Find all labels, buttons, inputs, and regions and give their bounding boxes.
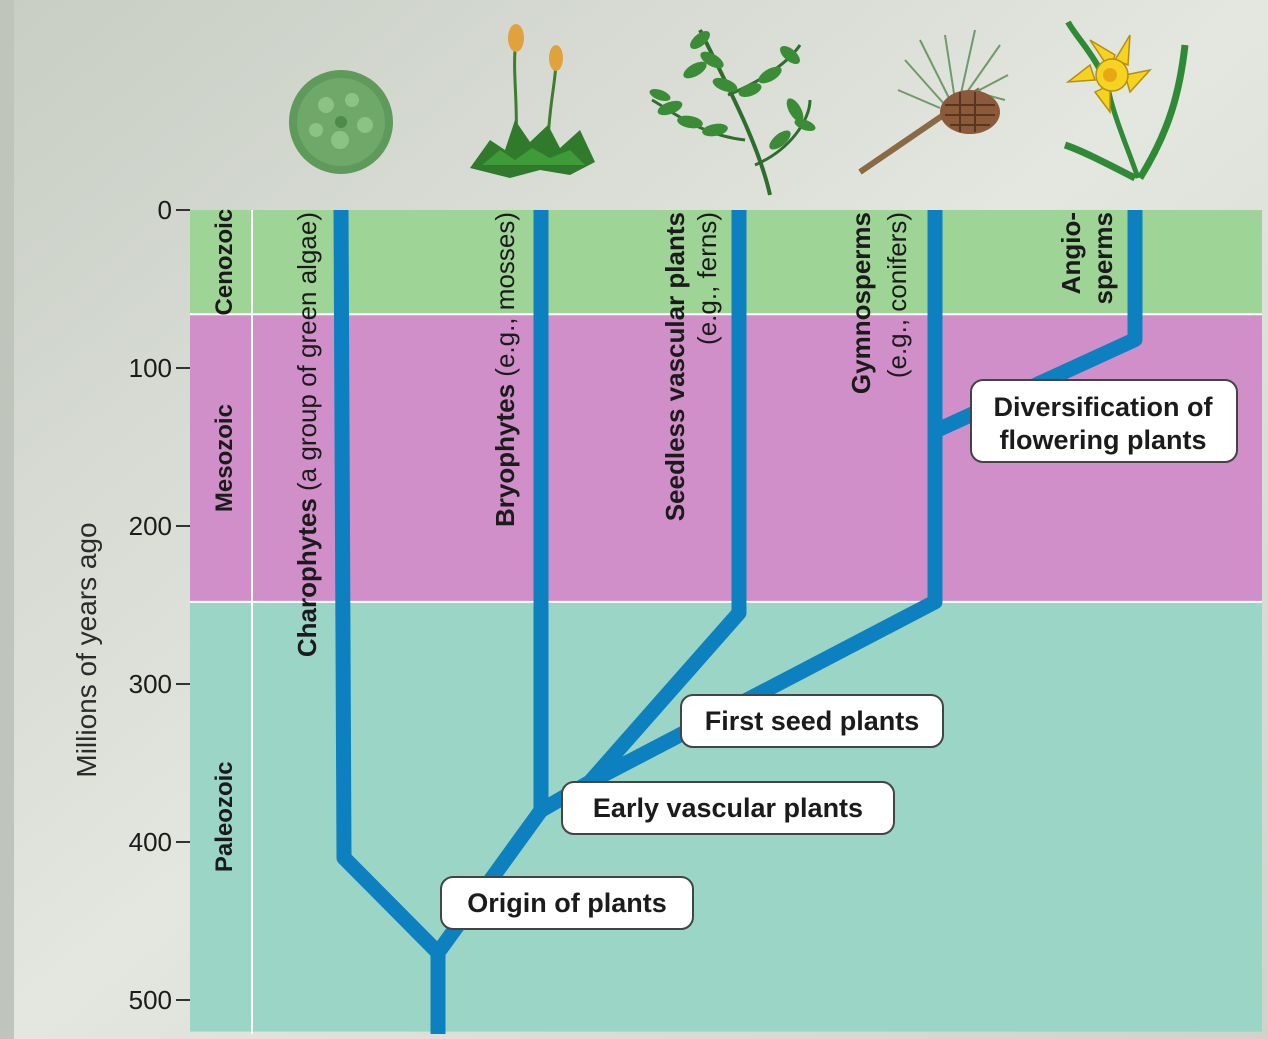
diversification-callout: Diversification of flowering plants — [971, 380, 1237, 462]
gymnosperms-example: (e.g., conifers) — [882, 212, 912, 378]
tick-label: 100 — [129, 353, 172, 383]
origin-of-plants-callout: Origin of plants — [441, 877, 693, 929]
tick-label: 400 — [129, 827, 172, 857]
era-label-cenozoic: Cenozoic — [211, 209, 238, 316]
tick-label: 200 — [129, 511, 172, 541]
early-vascular-plants-callout: Early vascular plants — [562, 782, 894, 834]
pine-cone-icon — [860, 30, 1008, 172]
axis-title: Millions of years ago — [71, 522, 102, 777]
fern-icon — [648, 28, 817, 195]
plant-icons — [289, 22, 1185, 195]
diversification-label-line1: Diversification of — [993, 392, 1213, 422]
tick-label: 500 — [129, 985, 172, 1015]
bryophytes-label: Bryophytes (e.g., mosses) — [490, 212, 520, 527]
tick-label: 300 — [129, 669, 172, 699]
early-vascular-plants-label: Early vascular plants — [593, 793, 863, 823]
angiosperms-label-line2: sperms — [1088, 212, 1118, 305]
angiosperms-label-line1: Angio- — [1056, 212, 1086, 294]
era-label-mesozoic: Mesozoic — [211, 404, 238, 512]
daffodil-icon — [1065, 22, 1185, 178]
time-axis: 0 100 200 300 400 500 — [129, 195, 190, 1015]
charophytes-label: Charophytes (a group of green algae) — [292, 212, 322, 657]
tick-label: 0 — [158, 195, 172, 225]
origin-of-plants-label: Origin of plants — [467, 888, 667, 918]
era-label-paleozoic: Paleozoic — [211, 761, 238, 872]
seedless-vascular-label: Seedless vascular plants — [660, 212, 690, 521]
gymnosperms-label: Gymnosperms — [846, 212, 876, 394]
first-seed-plants-callout: First seed plants — [681, 695, 943, 747]
moss-icon — [470, 24, 595, 178]
seedless-vascular-example: (e.g., ferns) — [692, 212, 722, 345]
green-algae-icon — [289, 70, 393, 174]
first-seed-plants-label: First seed plants — [705, 706, 920, 736]
diversification-label-line2: flowering plants — [999, 425, 1206, 455]
